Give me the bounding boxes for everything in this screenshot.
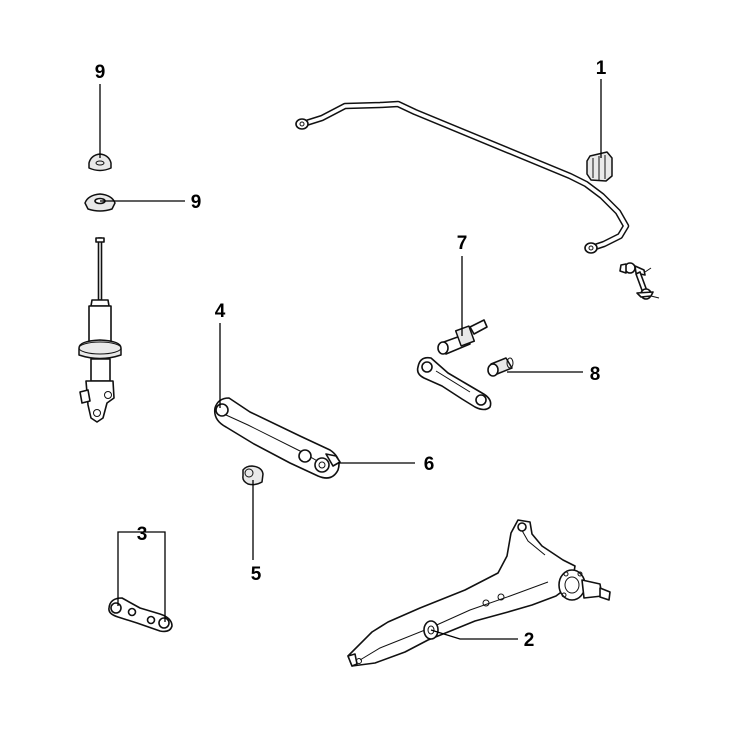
callout-5: 5 <box>251 564 262 585</box>
stabilizer-bushing <box>586 151 613 182</box>
leader-lines <box>99 79 602 640</box>
hub-spindle <box>558 569 611 601</box>
upper-mount-rubber-top <box>88 153 112 172</box>
upper-arm-bushing <box>437 319 488 355</box>
callout-6: 6 <box>424 454 435 475</box>
callout-9-side: 9 <box>191 192 202 213</box>
lower-arm-bushing <box>242 465 264 486</box>
callout-labels: 1 2 3 4 5 6 7 8 9 9 <box>95 58 607 651</box>
leader-3 <box>117 531 166 622</box>
compensator-arm <box>108 597 173 633</box>
stabilizer-bar <box>295 100 630 254</box>
leader-2 <box>430 629 518 640</box>
callout-2: 2 <box>524 630 535 651</box>
callout-8: 8 <box>590 364 601 385</box>
callout-9-top: 9 <box>95 62 106 83</box>
lower-control-arm <box>213 397 341 479</box>
upper-control-arm <box>416 356 492 411</box>
upper-mount-rubber-bottom <box>84 193 116 212</box>
upper-arm-bushing-separate <box>487 357 514 377</box>
callout-3: 3 <box>137 524 148 545</box>
callout-1: 1 <box>596 58 607 79</box>
trailing-arm <box>347 519 576 667</box>
stabilizer-link <box>619 262 660 300</box>
callout-4: 4 <box>215 301 226 322</box>
shock-absorber <box>78 237 122 423</box>
callout-7: 7 <box>457 233 468 254</box>
